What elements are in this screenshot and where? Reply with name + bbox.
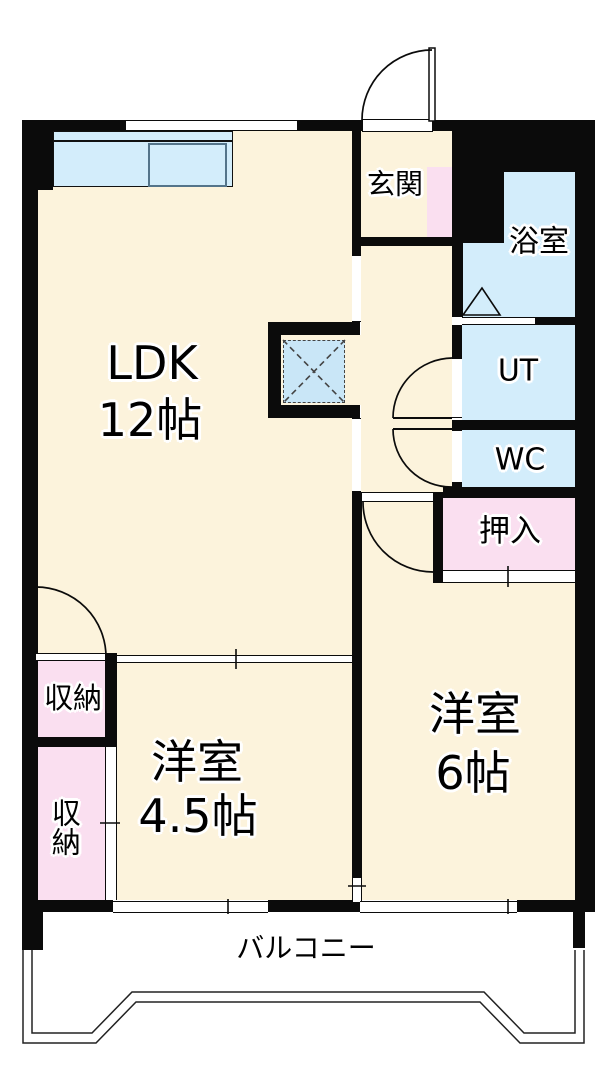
wall-entry-block xyxy=(452,131,504,243)
wall-genkan-left xyxy=(352,120,361,255)
window-bottom-right xyxy=(360,901,517,913)
wall-closet-mid xyxy=(22,737,117,747)
room6-door-arc xyxy=(362,501,434,573)
wall-stub-right xyxy=(573,912,585,948)
ut-doorway xyxy=(452,358,462,418)
kitchen-sink xyxy=(148,143,227,187)
ps-cross-line-2 xyxy=(282,339,346,404)
wall-above-bath xyxy=(504,131,575,172)
closet-upper-door-arc xyxy=(35,586,107,658)
wall-stub-left xyxy=(22,912,43,950)
wall-oshiire-left xyxy=(433,492,443,583)
room45-size-label: 4.5帖 xyxy=(138,788,258,843)
wall-bath-bottom xyxy=(535,317,575,325)
room6-size-label: 6帖 xyxy=(435,745,511,800)
closet-lower-floor xyxy=(36,747,105,900)
ps-side-floor xyxy=(345,335,362,405)
kitchen-counter xyxy=(53,131,233,187)
wc-door-arc xyxy=(392,428,453,488)
ps-frame-left xyxy=(268,322,281,418)
wc-floor xyxy=(462,430,575,487)
ldk-hall-opening-upper xyxy=(352,255,361,322)
ut-label: UT xyxy=(497,353,539,389)
window-top xyxy=(125,120,298,131)
ldk-hall-opening-lower xyxy=(352,418,361,492)
oshiire-floor xyxy=(443,498,575,570)
room45-label: 洋室 xyxy=(151,734,243,789)
ps-frame-top xyxy=(268,322,360,335)
room6-doorway xyxy=(362,492,433,502)
wall-bottom-right xyxy=(517,900,595,912)
wall-bottom-mid xyxy=(268,900,360,912)
ut-floor xyxy=(462,325,575,420)
oshiire-label: 押入 xyxy=(479,513,541,550)
oshiire-sliding-door xyxy=(443,570,575,583)
room45-floor xyxy=(117,663,352,900)
wc-doorway xyxy=(452,430,462,483)
genkan-label: 玄関 xyxy=(366,167,424,201)
bath-door-triangle xyxy=(461,286,502,316)
wall-ut-bottom xyxy=(452,420,575,430)
closet-upper-doorway xyxy=(36,653,105,661)
room6-label: 洋室 xyxy=(429,686,521,741)
wall-right xyxy=(575,120,595,912)
wall-bottom-left xyxy=(22,900,113,912)
bath-floor-lower xyxy=(463,243,575,317)
wall-bath-left xyxy=(452,243,463,317)
ps-frame-bottom xyxy=(268,405,360,418)
closet-upper-floor xyxy=(36,661,105,737)
shoe-cabinet xyxy=(427,167,452,237)
wall-wc-bottom xyxy=(443,487,575,498)
closet-upper-label: 収納 xyxy=(43,680,103,715)
bath-entry xyxy=(462,317,535,325)
balcony-outline-outer xyxy=(22,950,585,1044)
divider-sliding-lower xyxy=(352,878,362,902)
wall-room-divider xyxy=(352,492,362,878)
balcony-label: バルコニー xyxy=(236,931,376,965)
ut-door-arc xyxy=(392,357,453,419)
entrance-threshold xyxy=(362,119,433,132)
window-bottom-left xyxy=(113,901,268,913)
balcony-outline-inner xyxy=(31,950,576,1034)
wall-ut-left xyxy=(452,325,462,358)
wall-closet-right xyxy=(105,653,117,747)
bath-label: 浴室 xyxy=(509,224,569,260)
ldk-label: LDK xyxy=(106,335,198,390)
ldk-size-label: 12帖 xyxy=(97,392,203,447)
closet-lower-label: 収納 xyxy=(47,798,82,856)
wc-label: WC xyxy=(494,442,546,478)
wall-left-corner xyxy=(22,120,53,190)
entrance-door-leaf xyxy=(428,47,436,122)
counter-edge-line xyxy=(54,140,232,142)
genkan-step xyxy=(361,237,452,246)
bath-floor-upper xyxy=(504,172,575,243)
ldk-room45-partition xyxy=(117,655,352,663)
entrance-door-arc xyxy=(361,49,433,121)
wall-top-right xyxy=(433,120,595,131)
